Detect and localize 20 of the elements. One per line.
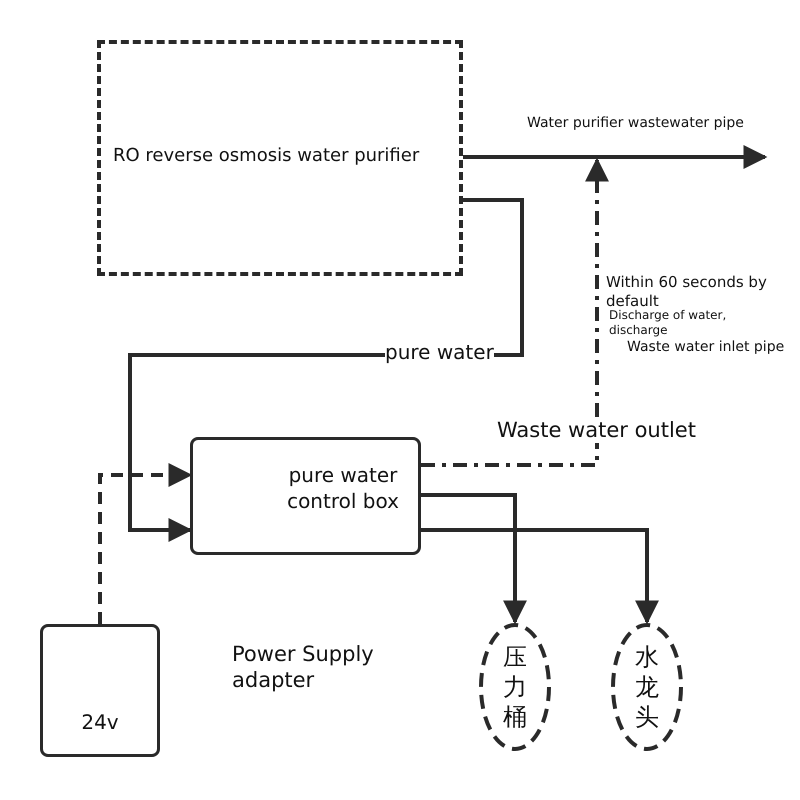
edge-label: Water purifier wastewater pipe: [527, 115, 744, 132]
process-box: [190, 437, 421, 555]
dashed-arrow: [98, 463, 192, 624]
node-caption: Power Supply adapter: [232, 641, 375, 694]
dashed-box: [97, 40, 463, 276]
process-box: [40, 624, 160, 757]
node-label: 压力桶: [503, 642, 527, 732]
arrow: [421, 528, 659, 624]
annotation-text: Within 60 seconds by default: [606, 273, 768, 310]
annotation-text: Waste water inlet pipe: [627, 339, 786, 356]
arrow: [421, 493, 527, 624]
dashed-ellipse: [478, 622, 552, 752]
node-label: 水龙头: [635, 642, 659, 732]
node-label: pure water control box: [286, 462, 400, 514]
arrow: [463, 145, 768, 169]
dashed-ellipse: [610, 622, 684, 752]
node-label: RO reverse osmosis water purifier: [113, 144, 420, 168]
dashed-arrow: [421, 158, 609, 467]
annotation-text: Discharge of water, discharge: [609, 308, 728, 338]
node-label: 24v: [80, 709, 120, 735]
